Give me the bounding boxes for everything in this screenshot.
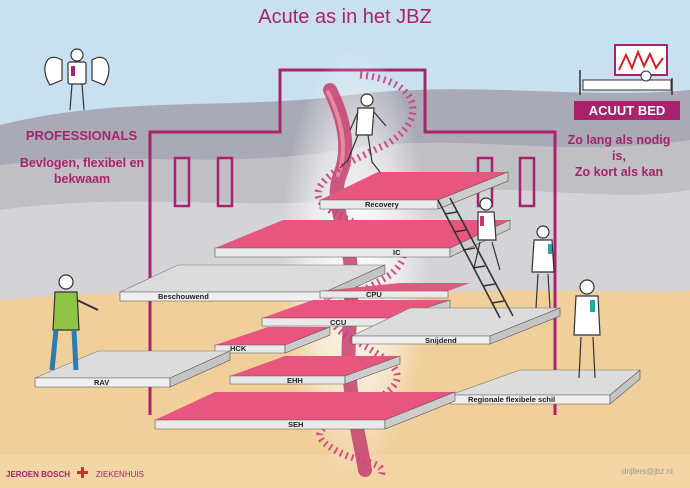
ladder xyxy=(437,197,514,319)
platform-label-cpu: CPU xyxy=(366,290,382,299)
nurse-climbing xyxy=(339,93,387,173)
jbz-logo: JEROEN BOSCH ZIEKENHUIS xyxy=(6,464,144,479)
platform-ehh-side xyxy=(344,355,401,385)
building-window xyxy=(173,156,191,208)
platform-label-recovery: Recovery xyxy=(365,200,399,209)
acute-bed-heading: ACUUT BED xyxy=(574,101,680,120)
nurse-front-right xyxy=(573,279,601,379)
platform-seh-side xyxy=(384,391,456,430)
platform-label-snijdend: Snijdend xyxy=(425,336,457,345)
platform-label-ic: IC xyxy=(393,248,401,257)
professionals-heading: PROFESSIONALS xyxy=(25,128,138,143)
page-title: Acute as in het JBZ xyxy=(258,6,432,28)
platform-seh-top xyxy=(155,392,455,420)
platform-cpu-top xyxy=(320,283,470,291)
platform-label-seh: SEH xyxy=(288,420,304,429)
platform-ic-front xyxy=(214,247,451,258)
logo-cross-icon xyxy=(77,467,89,479)
professionals-line-2: bekwaam xyxy=(53,172,111,186)
acute-bed-line-2: is, xyxy=(612,149,626,163)
platform-snijdend-front xyxy=(351,335,491,345)
platform-label-rav: RAV xyxy=(94,378,110,387)
platform-rav-side xyxy=(169,350,231,388)
platform-ic-top xyxy=(215,220,510,248)
platform-recovery-side xyxy=(437,171,509,210)
platform-snijdend-side xyxy=(489,307,561,345)
platform-label-ehh: EHH xyxy=(287,376,303,385)
platform-label-regionale: Regionale flexibele schil xyxy=(468,395,556,404)
acute-bed-line-3: Zo kort als kan xyxy=(574,165,664,179)
angel-figure xyxy=(44,48,110,111)
logo-text-right: ZIEKENHUIS xyxy=(95,470,144,479)
paramedic-figure xyxy=(49,274,99,371)
platform-label-beschouwend: Beschouwend xyxy=(158,292,209,301)
platform-seh-front xyxy=(154,419,386,430)
platform-beschouwend-front xyxy=(119,291,326,302)
platform-hck-side xyxy=(284,326,331,354)
platform-recovery-top xyxy=(320,172,508,200)
platform-label-ccu: CCU xyxy=(330,318,347,327)
acute-bed-line-1: Zo lang als nodig xyxy=(567,133,671,147)
nurse-standing-right xyxy=(531,225,555,309)
platform-cpu-front xyxy=(319,290,449,299)
platform-ehh-top xyxy=(230,356,400,376)
credit-text: drijfers@jbz.nl xyxy=(622,467,673,476)
nurse-on-ladder xyxy=(473,197,501,271)
building-window xyxy=(216,156,234,208)
platform-hck-top xyxy=(215,327,330,345)
acute-bed-icon xyxy=(579,44,673,95)
building-window xyxy=(518,156,536,208)
logo-text-left: JEROEN BOSCH xyxy=(6,470,71,479)
professionals-line-1: Bevlogen, flexibel en xyxy=(19,156,145,170)
platform-regionale-side xyxy=(609,369,641,405)
platform-label-hck: HCK xyxy=(230,344,247,353)
